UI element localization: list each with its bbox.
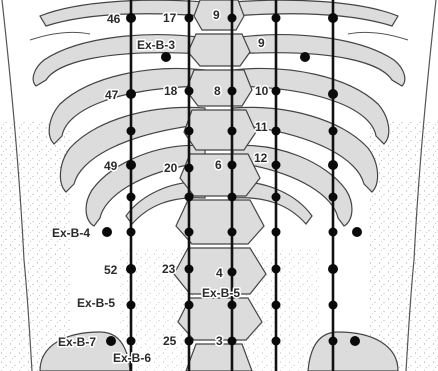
point-gv3[interactable] (228, 337, 237, 346)
point-exb5-left[interactable] (127, 301, 136, 310)
label-bl25: 25 (163, 334, 177, 348)
label-bl46: 46 (107, 12, 121, 26)
point-bl51-right[interactable] (329, 228, 338, 237)
label-gv3: 3 (216, 334, 223, 348)
point-exb4-left[interactable] (102, 227, 112, 237)
point-bl18[interactable] (185, 87, 194, 96)
label-exb3: Ex-B-3 (137, 38, 175, 52)
skin-shading-right (368, 120, 438, 371)
label-exb7: Ex-B-7 (58, 335, 96, 349)
label-gv6: 6 (215, 158, 222, 172)
label-t11: 11 (255, 120, 268, 134)
point-exb7-right[interactable] (350, 336, 360, 346)
point-bl52-right[interactable] (328, 264, 338, 274)
point-bl46[interactable] (126, 13, 136, 23)
point-bl51[interactable] (127, 228, 136, 237)
label-bl49: 49 (104, 159, 118, 173)
point-bl22-right[interactable] (272, 228, 281, 237)
point-exb5-right[interactable] (329, 301, 338, 310)
point-bl50-right[interactable] (329, 193, 338, 202)
label-exb5-center: Ex-B-5 (202, 286, 240, 300)
point-exb6-right[interactable] (329, 337, 338, 346)
point-bl17-right[interactable] (272, 14, 281, 23)
point-bl25[interactable] (185, 337, 194, 346)
scapula-left (30, 32, 90, 40)
point-bl47[interactable] (126, 89, 136, 99)
point-exb4-right[interactable] (352, 227, 362, 237)
point-bl23[interactable] (185, 265, 194, 274)
point-gv9[interactable] (228, 14, 237, 23)
point-exb5-center[interactable] (228, 301, 237, 310)
point-bl24[interactable] (185, 301, 194, 310)
point-bl21-right[interactable] (272, 193, 281, 202)
point-gv6[interactable] (228, 161, 237, 170)
label-exb6: Ex-B-6 (113, 351, 151, 365)
label-bl23: 23 (162, 262, 176, 276)
point-exb7-left[interactable] (106, 336, 116, 346)
point-bl19[interactable] (185, 127, 194, 136)
point-bl24-right[interactable] (272, 301, 281, 310)
label-gv8: 8 (214, 84, 221, 98)
point-gv-row5[interactable] (228, 193, 237, 202)
point-bl48-right[interactable] (329, 127, 338, 136)
point-gv8[interactable] (228, 87, 237, 96)
point-bl52[interactable] (126, 264, 136, 274)
point-bl23-right[interactable] (272, 265, 281, 274)
point-gv5[interactable] (228, 228, 237, 237)
point-bl20[interactable] (185, 164, 194, 173)
label-bl52: 52 (104, 263, 118, 277)
point-bl46-right[interactable] (328, 13, 338, 23)
point-bl49-right[interactable] (328, 160, 338, 170)
label-bl47: 47 (105, 88, 119, 102)
point-gv4[interactable] (228, 268, 237, 277)
point-gv7[interactable] (228, 127, 237, 136)
point-bl18-right[interactable] (272, 87, 281, 96)
label-t10: 10 (255, 84, 269, 98)
scapula-right (348, 32, 408, 40)
point-bl21[interactable] (185, 193, 194, 202)
point-bl47-right[interactable] (328, 89, 338, 99)
label-exb4: Ex-B-4 (52, 226, 90, 240)
label-exb5-left: Ex-B-5 (77, 296, 115, 310)
point-bl17[interactable] (185, 14, 194, 23)
point-bl19-right[interactable] (272, 127, 281, 136)
point-exb3-left[interactable] (161, 52, 171, 62)
skin-shading-left (0, 120, 70, 371)
label-bl17: 17 (163, 11, 177, 25)
point-exb6-left[interactable] (127, 337, 136, 346)
label-bl18: 18 (164, 84, 178, 98)
label-bl20: 20 (164, 161, 178, 175)
point-bl22[interactable] (185, 228, 194, 237)
point-bl50[interactable] (127, 193, 136, 202)
point-bl20-right[interactable] (272, 161, 281, 170)
point-bl48[interactable] (127, 127, 136, 136)
point-bl49[interactable] (126, 160, 136, 170)
point-bl25-right[interactable] (272, 337, 281, 346)
label-gv4: 4 (216, 266, 223, 280)
label-gv9: 9 (213, 8, 220, 22)
label-t9: 9 (258, 36, 265, 50)
point-exb3-right[interactable] (300, 52, 310, 62)
label-t12: 12 (254, 151, 268, 165)
